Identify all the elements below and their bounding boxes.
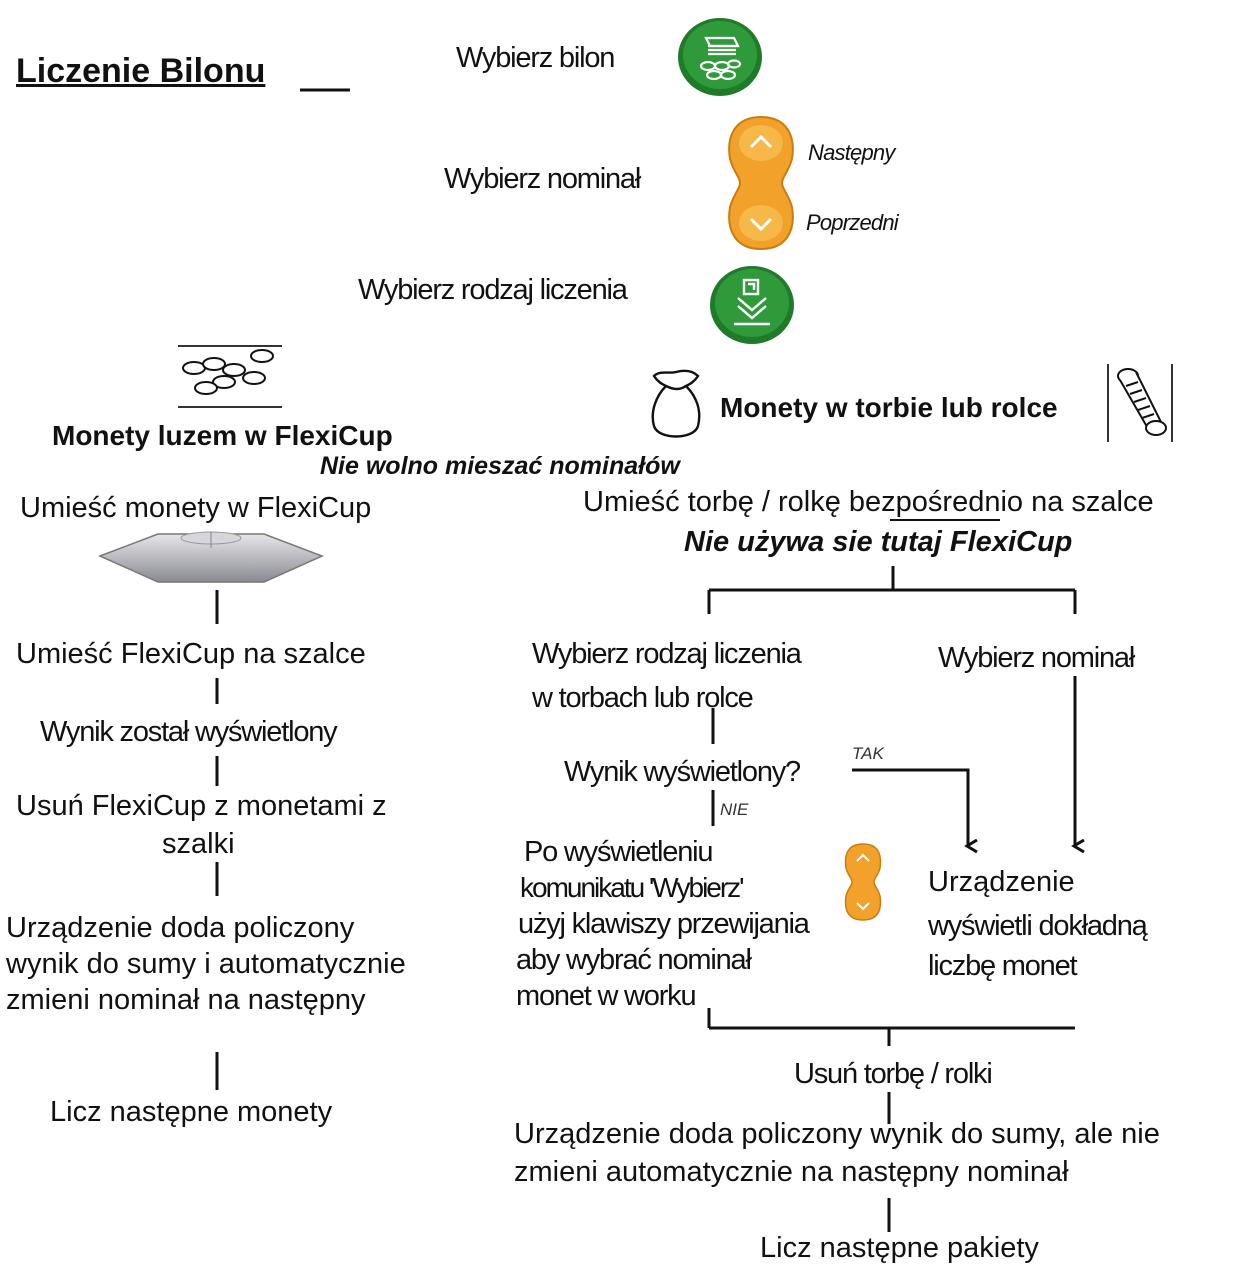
left-heading-bold: FlexiCup [274,420,393,451]
device-line1: Urządzenie [928,866,1075,898]
step-select-coins-label: Wybierz bilon [456,42,615,74]
coin-roll-icon [1106,362,1174,449]
left-step-place-coins: Umieść monety w FlexiCup [20,492,372,524]
right-step-place-bag: Umieść torbę / rolkę bezpośrednio na sza… [583,486,1154,518]
no-label: NIE [720,800,749,819]
yes-arrow [852,768,968,846]
left-step-add-line1: Urządzenie doda policzony [6,912,355,944]
right-heading: Monety w torbie lub rolce [720,392,1058,423]
scroll-up-down-icon[interactable] [724,115,798,256]
step-select-count-type-label: Wybierz rodzaj liczenia [358,274,628,306]
left-step-remove-line2: szalki [162,828,235,860]
branch-a-line1: Wybierz rodzaj liczenia [532,638,802,670]
left-step-add-line3: zmieni nominał na następny [6,984,366,1016]
page-title: Liczenie Bilonu [16,52,266,90]
yes-label: TAK [852,744,884,763]
coin-bag-icon [646,366,706,451]
no-flexicup-note: Nie używa sie tutaj FlexiCup [684,526,1073,558]
final-line1: Urządzenie doda policzony wynik do sumy,… [514,1118,1160,1150]
previous-label: Poprzedni [806,210,899,235]
left-step-result-shown: Wynik został wyświetlony [40,716,338,748]
remove-bag-label: Usuń torbę / rolki [794,1058,993,1090]
left-heading-normal: Monety luzem w [52,420,275,451]
branch-a-line2: w torbach lub rolce [532,682,754,714]
left-step-remove-line1: Usuń FlexiCup z monetami z [16,790,387,822]
left-step-place-on-pan: Umieść FlexiCup na szalce [16,638,366,670]
after-line4: aby wybrać nominał [516,944,752,976]
next-label: Następny [808,140,895,165]
after-line2: komunikatu 'Wybierz' [520,872,745,903]
after-line1: Po wyświetleniu [524,836,714,868]
loose-coins-icon [176,344,284,415]
device-line3: liczbę monet [928,950,1078,982]
count-mode-icon[interactable] [708,264,796,351]
step-select-denomination-label: Wybierz nominał [444,163,641,195]
flexicup-icon [98,526,324,591]
scroll-up-down-small-icon [842,842,884,927]
count-next-packages: Licz następne pakiety [760,1232,1039,1264]
after-line3: użyj klawiszy przewijania [518,908,810,940]
final-line2: zmieni automatycznie na następny nominał [514,1156,1069,1188]
left-step-count-next: Licz następne monety [50,1096,333,1128]
left-heading: Monety luzem w FlexiCup [52,420,393,452]
coins-stack-icon[interactable] [676,16,764,103]
no-mixing-note: Nie wolno mieszać nominałów [320,452,680,480]
branch-b-label: Wybierz nominał [938,642,1135,674]
after-line5: monet w worku [516,980,697,1012]
left-step-add-line2: wynik do sumy i automatycznie [6,948,406,980]
result-shown-question: Wynik wyświetlony? [564,756,801,788]
device-line2: wyświetli dokładną [928,910,1148,942]
